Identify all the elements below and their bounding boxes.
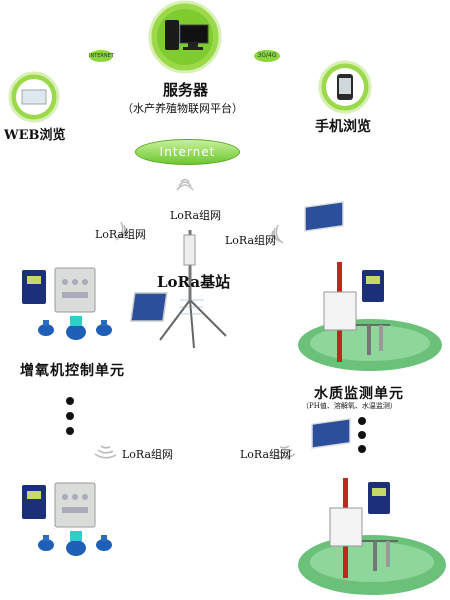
network-label-left-bottom: LoRa组网 [122,448,174,461]
ellipsis-dot-left-2 [66,412,74,420]
mobile-network-badge: 3G/4G [254,50,280,62]
base-station-label: LoRa基站 [157,273,231,291]
water-unit-label: 水质监测单元 [314,386,404,402]
network-label-right-top: LoRa组网 [225,234,277,247]
ellipsis-dot-right-1 [358,417,366,425]
ellipsis-dot-right-2 [358,431,366,439]
ellipsis-dot-left-1 [66,397,74,405]
ellipsis-dot-left-3 [66,427,74,435]
aerator-unit-label: 增氧机控制单元 [20,363,125,379]
internet-small-badge: INTERNET [89,50,114,62]
internet-ellipse: Internet [135,139,240,165]
server-title: 服务器 [163,81,209,99]
mobile-view-label: 手机浏览 [315,119,371,135]
network-label-right-bottom: LoRa组网 [240,448,292,461]
web-view-label: WEB浏览 [4,128,66,143]
server-subtitle: （水产养殖物联网平台） [122,102,243,115]
water-unit-sublabel: （PH值、溶解氧、水温监测） [302,402,397,410]
network-label-left-top: LoRa组网 [95,228,147,241]
ellipsis-dot-right-3 [358,445,366,453]
base-network-label: LoRa组网 [170,209,222,222]
